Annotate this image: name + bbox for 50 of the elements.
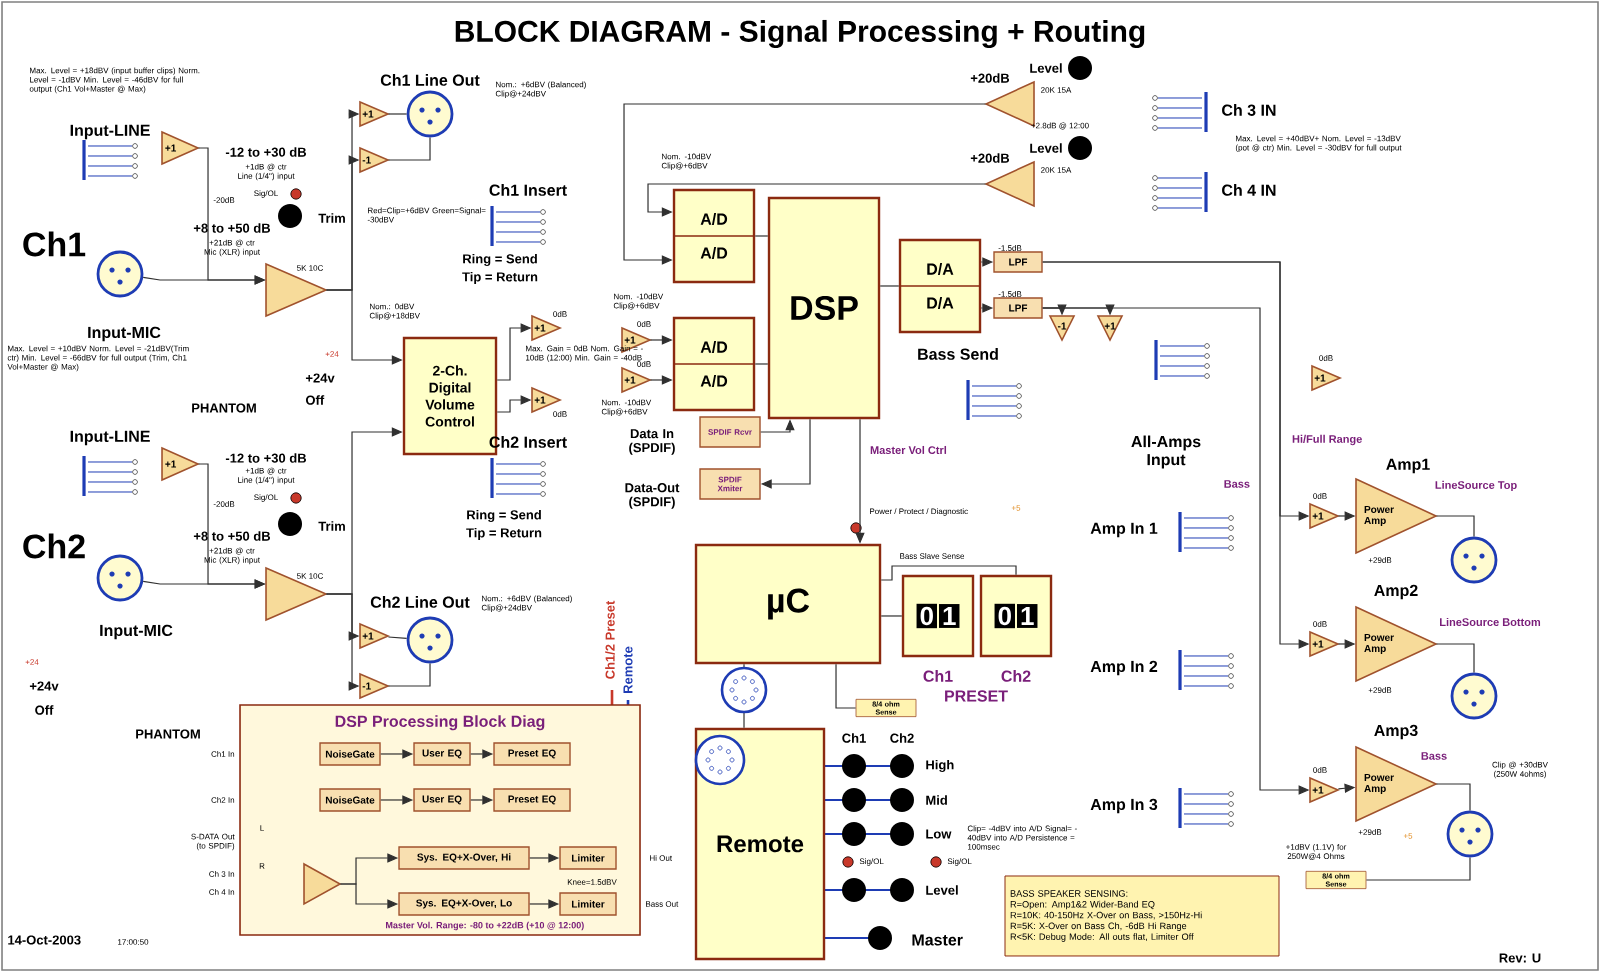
signal-line: [647, 183, 987, 217]
heading: Amp In 2: [1090, 660, 1158, 676]
node-caption: Ch2: [1001, 670, 1031, 682]
signal-line: [1435, 643, 1475, 674]
node-caption: Amp3: [1374, 724, 1418, 740]
connector-circle: [96, 250, 144, 298]
signal-line: [387, 113, 408, 115]
signal-line: [880, 565, 1017, 581]
converter-box: D/A D/A: [898, 238, 982, 334]
heading: Ch 4 IN: [1222, 184, 1276, 196]
converter-box: A/D A/D: [672, 316, 756, 412]
signal-line: [623, 103, 987, 265]
connector-circle: [96, 554, 144, 602]
preset-display: 0 1: [979, 574, 1053, 658]
process-box: DSP: [767, 196, 881, 420]
process-box: Remote: [694, 727, 826, 961]
signal-line: [754, 363, 769, 365]
heading: All-Amps Input: [1131, 435, 1201, 469]
connector-circle: [1450, 672, 1498, 720]
signal-line: [754, 235, 769, 237]
signal-line: [835, 663, 857, 709]
preset-display: 0 1: [901, 574, 975, 658]
connector-circle: [1450, 536, 1498, 584]
signal-line: [880, 615, 903, 617]
heading: Master: [912, 934, 963, 946]
heading: Ch 3 IN: [1222, 104, 1276, 116]
node-caption: Ch1 Line Out: [380, 74, 480, 86]
node-caption: Ch1: [923, 670, 953, 682]
node-caption: Ch2 Line Out: [370, 596, 470, 608]
signal-line: [387, 636, 408, 639]
process-box: µC: [694, 543, 882, 665]
heading: Amp In 3: [1090, 798, 1158, 814]
signal-line: [1365, 856, 1471, 881]
signal-line: [1435, 783, 1471, 812]
signal-line: [879, 285, 900, 287]
signal-line: [387, 136, 431, 161]
heading: Bass Send: [918, 348, 998, 360]
signal-line: [1435, 515, 1475, 538]
title: BLOCK DIAGRAM - Signal Processing + Routing: [455, 19, 1145, 49]
heading: Input-LINE: [70, 430, 150, 446]
node-caption: Amp2: [1374, 584, 1418, 600]
heading: PRESET: [945, 690, 1008, 702]
channel-heading: Ch1: [23, 231, 86, 257]
connector-circle: [1446, 810, 1494, 858]
channel-heading: Ch2: [23, 533, 85, 559]
heading: Ch1 Insert: [489, 184, 567, 196]
signal-line: [387, 662, 431, 687]
heading: Amp In 1: [1090, 522, 1158, 538]
node-caption: Amp1: [1386, 458, 1430, 474]
converter-box: A/D A/D: [672, 188, 756, 284]
